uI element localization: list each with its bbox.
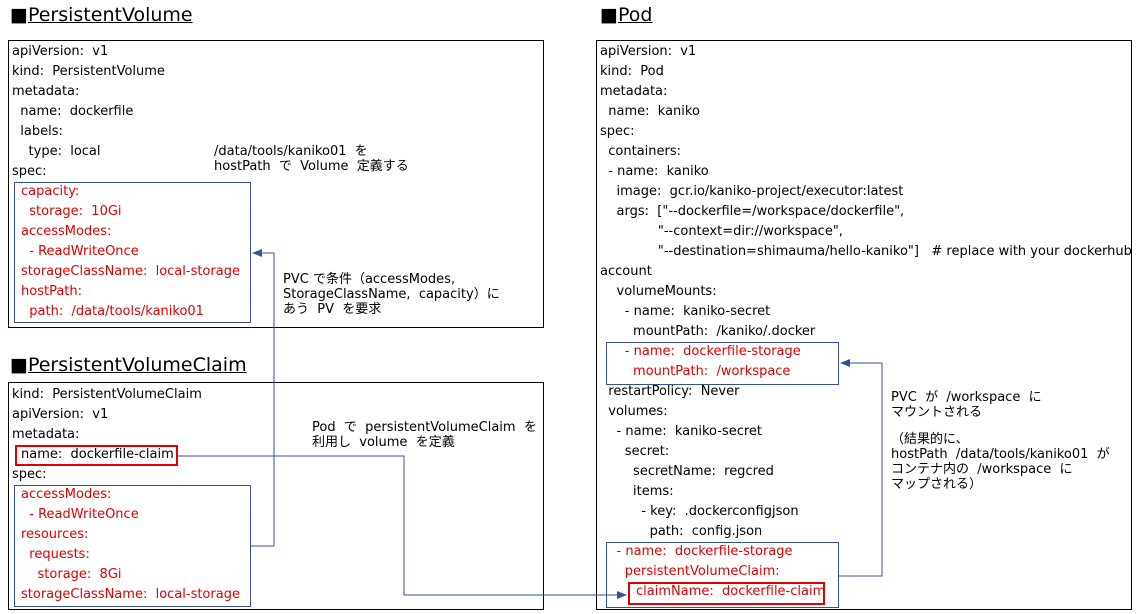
yaml-line: items: — [600, 484, 674, 499]
yaml-line: kind: PersistentVolumeClaim — [12, 387, 202, 402]
pv-title: ■PersistentVolume — [10, 4, 193, 26]
result-note: （結果的に、 hostPath /data/tools/kaniko01 が コ… — [891, 432, 1110, 492]
hostpath-note: /data/tools/kaniko01 を hostPath で Volume… — [214, 144, 409, 174]
yaml-line: - name: kaniko-secret — [600, 424, 763, 439]
yaml-line: metadata: — [600, 84, 668, 99]
yaml-line: volumes: — [600, 404, 668, 419]
pvc-usage-note: Pod で persistentVolumeClaim を 利用し volume… — [312, 420, 537, 450]
yaml-line: - ReadWriteOnce — [21, 507, 139, 522]
yaml-line: claimName: dockerfile-claim — [636, 584, 826, 599]
yaml-line: kind: PersistentVolume — [12, 64, 165, 79]
yaml-line: "--context=dir://workspace", — [600, 224, 843, 239]
yaml-line: secret: — [600, 444, 670, 459]
yaml-line: accessModes: — [21, 487, 112, 502]
yaml-line: mountPath: /workspace — [600, 364, 791, 379]
pod-yaml-box — [596, 40, 1132, 610]
yaml-line: accessModes: — [21, 224, 112, 239]
yaml-line: spec: — [12, 164, 47, 179]
yaml-line: apiVersion: v1 — [12, 407, 109, 422]
yaml-line: - name: kaniko — [600, 164, 709, 179]
yaml-line: account — [600, 264, 652, 279]
yaml-line: persistentVolumeClaim: — [600, 564, 780, 579]
yaml-line: - name: kaniko-secret — [600, 304, 771, 319]
yaml-line: mountPath: /kaniko/.docker — [600, 324, 816, 339]
pvc-request-note: PVC で条件（accessModes, StorageClassName, c… — [283, 272, 500, 317]
yaml-line: resources: — [21, 527, 89, 542]
yaml-line: name: kaniko — [600, 104, 700, 119]
yaml-line: storageClassName: local-storage — [21, 264, 240, 279]
pv-title-text: PersistentVolume — [27, 4, 193, 26]
yaml-line: args: ["--dockerfile=/workspace/dockerfi… — [600, 204, 905, 219]
mount-note: PVC が /workspace に マウントされる — [891, 390, 1042, 420]
pod-title-text: Pod — [617, 4, 653, 26]
pod-volumemount-highlight-box — [606, 342, 839, 385]
yaml-line: - name: dockerfile-storage — [600, 544, 793, 559]
yaml-line: storage: 8Gi — [21, 567, 122, 582]
yaml-line: apiVersion: v1 — [12, 44, 109, 59]
yaml-line: metadata: — [12, 427, 80, 442]
yaml-line: labels: — [12, 124, 63, 139]
yaml-line: kind: Pod — [600, 64, 664, 79]
pvc-title: ■PersistentVolumeClaim — [10, 354, 247, 376]
pod-claim-name-highlight — [628, 582, 825, 605]
yaml-line: - key: .dockerconfigjson — [600, 504, 799, 519]
yaml-line: type: local — [12, 144, 101, 159]
yaml-line: - ReadWriteOnce — [21, 244, 139, 259]
pvc-title-text: PersistentVolumeClaim — [27, 354, 247, 376]
yaml-line: storage: 10Gi — [21, 204, 122, 219]
yaml-line: volumeMounts: — [600, 284, 717, 299]
yaml-line: restartPolicy: Never — [600, 384, 740, 399]
pvc-title-marker: ■ — [10, 354, 28, 376]
pod-title-marker: ■ — [600, 4, 618, 26]
yaml-line: path: /data/tools/kaniko01 — [21, 304, 204, 319]
yaml-line: spec: — [12, 467, 47, 482]
yaml-line: requests: — [21, 547, 90, 562]
yaml-line: containers: — [600, 144, 682, 159]
pv-title-marker: ■ — [10, 4, 28, 26]
yaml-line: metadata: — [12, 84, 80, 99]
yaml-line: image: gcr.io/kaniko-project/executor:la… — [600, 184, 904, 199]
yaml-line: name: dockerfile-claim — [21, 447, 174, 462]
yaml-line: spec: — [600, 124, 635, 139]
pv-spec-highlight-box — [14, 182, 251, 323]
yaml-line: "--destination=shimauma/hello-kaniko"] #… — [600, 244, 1132, 259]
yaml-line: path: config.json — [600, 524, 763, 539]
yaml-line: apiVersion: v1 — [600, 44, 697, 59]
pvc-claim-name-highlight — [15, 445, 178, 466]
yaml-line: storageClassName: local-storage — [21, 587, 240, 602]
yaml-line: secretName: regcred — [600, 464, 774, 479]
yaml-line: capacity: — [21, 184, 80, 199]
yaml-line: - name: dockerfile-storage — [600, 344, 801, 359]
pv-yaml-box — [8, 40, 544, 328]
yaml-line: hostPath: — [21, 284, 83, 299]
pod-title: ■Pod — [600, 4, 652, 26]
yaml-line: name: dockerfile — [12, 104, 134, 119]
